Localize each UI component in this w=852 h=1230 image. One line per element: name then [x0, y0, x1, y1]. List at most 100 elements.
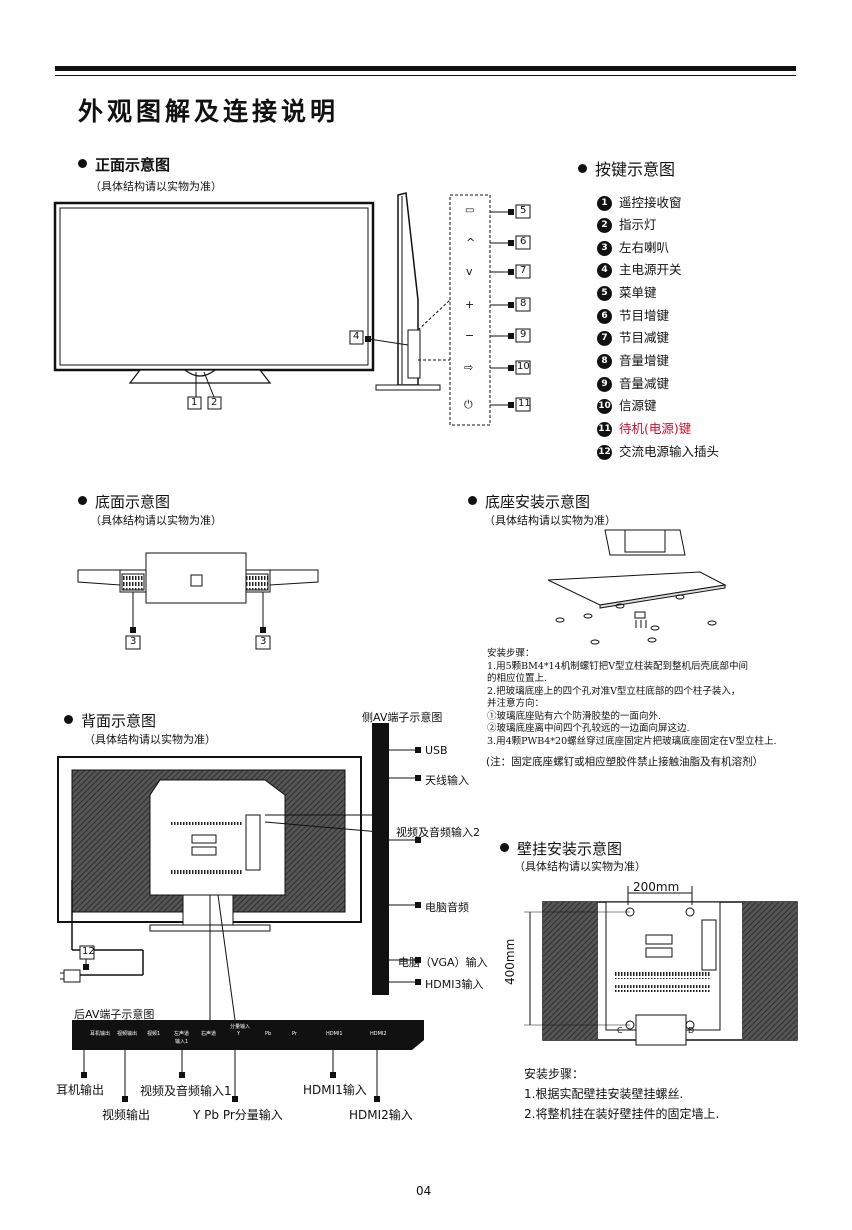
power-icon: ⏻: [464, 398, 473, 411]
side-tv: [365, 192, 441, 391]
rear-av-component: Y Pb Pr分量输入: [193, 1108, 283, 1122]
top-rule: [55, 66, 796, 71]
side-av-video-audio-2: 视频及音频输入2: [396, 826, 480, 839]
side-av-usb: USB: [425, 744, 448, 757]
bottom-view-heading: 底面示意图: [78, 491, 170, 512]
front-view-heading: 正面示意图: [78, 154, 170, 175]
base-note: (注：固定底座螺钉或相应塑胶件禁止接触油脂及有机溶剂）: [486, 756, 764, 768]
rear-av-hdmi1: HDMI1输入: [303, 1083, 367, 1097]
rear-panel-label: 输入1: [175, 1039, 189, 1045]
volume-down-icon: −: [465, 329, 475, 342]
callout-box-2: [207, 396, 222, 410]
wall-step: 1.根据实配壁挂安装壁挂螺丝.: [524, 1087, 684, 1101]
rear-panel-label: 右声道: [201, 1031, 217, 1037]
base-step-line: 2.把玻璃底座上的四个孔对准V型立柱底部的四个柱子装入，: [487, 686, 741, 697]
callout-box-1: [187, 396, 202, 410]
wall-dim-height: 400mm: [503, 938, 517, 985]
rear-panel-label: 耳机输出: [90, 1031, 111, 1037]
rear-av-hdmi2: HDMI2输入: [349, 1108, 413, 1122]
wall-step: 2.将整机挂在装好壁挂件的固定墙上.: [524, 1107, 720, 1121]
callout-12: 12: [82, 946, 95, 957]
base-step-line: ②玻璃底座离中间四个孔较远的一边面向屏这边.: [487, 723, 690, 734]
base-step-line: 1.用5颗BM4*14机制螺钉把V型立柱装配到整机后壳底部中间: [487, 661, 749, 672]
rear-av-video-audio-1: 视频及音频输入1: [140, 1084, 232, 1098]
wall-mount-subtitle: （具体结构请以实物为准）: [514, 860, 646, 873]
base-install-subtitle: （具体结构请以实物为准）: [484, 514, 616, 527]
callout-4: 4: [353, 331, 360, 342]
rear-panel-label: HDMI1: [326, 1031, 343, 1037]
rear-panel-label: 视频输出: [117, 1031, 138, 1037]
callout-box-12: [79, 945, 95, 960]
wall-mount-drawing: [524, 886, 798, 1046]
rear-panel-label: HDMI2: [370, 1031, 387, 1037]
back-tv: [57, 756, 381, 1021]
front-view-subtitle: （具体结构请以实物为准）: [90, 180, 222, 193]
rear-av-panel: [72, 1020, 424, 1102]
top-rule-thin: [55, 75, 796, 76]
callout-10: 10: [517, 361, 530, 372]
callout-3a: 3: [130, 636, 137, 647]
rear-panel-label: Y: [237, 1031, 241, 1037]
menu-button-icon: ▭: [465, 205, 475, 216]
keys-heading: 按键示意图: [578, 156, 675, 180]
base-install-heading: 底座安装示意图: [468, 491, 590, 512]
rear-panel-label: Pb: [265, 1031, 272, 1037]
side-av-hdmi3: HDMI3输入: [425, 978, 484, 991]
callout-8: 8: [520, 298, 527, 309]
bottom-view: [77, 552, 319, 633]
rear-av-video-out: 视频输出: [102, 1108, 151, 1122]
back-view-subtitle: （具体结构请以实物为准）: [84, 733, 216, 746]
callout-box-3a: [125, 635, 141, 650]
rear-panel-label: 分量输入: [230, 1024, 251, 1030]
button-panel: [417, 194, 531, 426]
volume-up-icon: +: [465, 298, 475, 311]
callout-6: 6: [520, 236, 527, 247]
callout-box-4: [349, 330, 364, 345]
side-av-panel: [372, 723, 421, 995]
wall-steps-heading: 安装步骤：: [524, 1067, 585, 1081]
callout-box-3b: [255, 635, 271, 650]
front-tv: [53, 201, 375, 398]
channel-down-icon: v: [466, 265, 473, 278]
back-view-heading: 背面示意图: [64, 710, 156, 731]
wall-dim-width: 200mm: [633, 880, 680, 894]
base-steps-heading: 安装步骤：: [487, 648, 535, 659]
callout-1: 1: [191, 397, 198, 408]
callout-2: 2: [211, 397, 218, 408]
callout-5: 5: [520, 205, 527, 216]
base-step-line: 的相应位置上.: [487, 673, 548, 684]
wall-mount-heading: 壁挂安装示意图: [500, 838, 622, 859]
source-icon: ⇨: [464, 361, 474, 374]
wall-mark-c: C: [617, 1026, 623, 1035]
callout-3b: 3: [260, 636, 267, 647]
wall-steps: 安装步骤： 1.根据实配壁挂安装壁挂螺丝. 2.将整机挂在装好壁挂件的固定墙上.: [524, 1064, 719, 1124]
callout-7: 7: [520, 265, 527, 276]
side-av-pc-audio: 电脑音频: [425, 901, 469, 914]
side-av-vga: 电脑（VGA）输入: [398, 956, 488, 969]
base-step-line: 并注意方向：: [487, 698, 545, 709]
wall-mark-d: D: [688, 1026, 695, 1035]
side-av-title: 侧AV端子示意图: [362, 711, 443, 724]
page-title: 外观图解及连接说明: [78, 97, 340, 126]
base-step-line: 3.用4颗PWB4*20螺丝穿过底座固定片把玻璃底座固定在V型立柱上.: [487, 736, 777, 747]
rear-av-headphone: 耳机输出: [56, 1083, 105, 1097]
side-av-antenna: 天线输入: [425, 774, 469, 787]
rear-panel-label: Pr: [292, 1031, 297, 1037]
rear-av-title: 后AV端子示意图: [74, 1008, 155, 1021]
page-number: 04: [416, 1184, 432, 1198]
callout-9: 9: [520, 329, 527, 340]
base-step-line: ①玻璃底座贴有六个防滑胶垫的一面向外.: [487, 711, 662, 722]
